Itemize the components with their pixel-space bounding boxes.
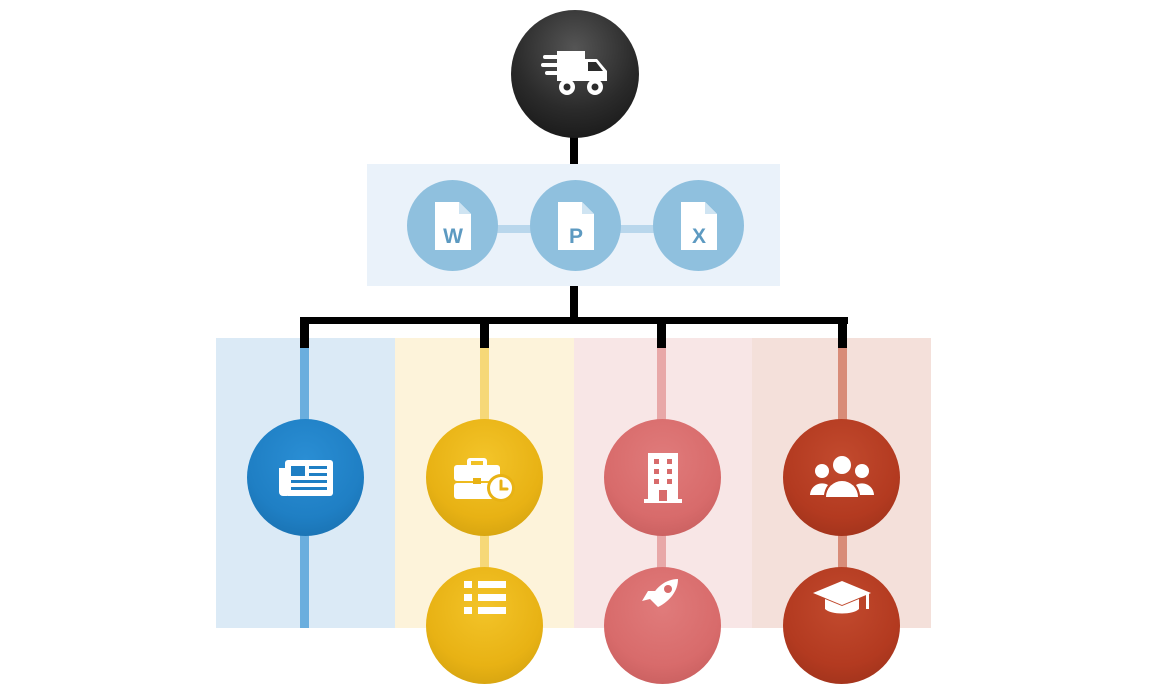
root-node: [511, 10, 639, 138]
root-connector: [570, 130, 578, 166]
list-node: [426, 567, 543, 684]
news-node: [247, 419, 364, 536]
building-icon: [640, 451, 686, 505]
powerpoint-file-icon: P: [556, 200, 596, 252]
newspaper-icon: [277, 458, 335, 498]
svg-text:P: P: [568, 225, 582, 248]
svg-text:W: W: [443, 225, 463, 248]
excel-file-icon: X: [679, 200, 719, 252]
branch-bar: [300, 317, 848, 324]
branch-drop-2: [480, 317, 489, 348]
list-icon: [460, 577, 510, 617]
svg-text:X: X: [691, 225, 705, 248]
doc-node-word: W: [407, 180, 498, 271]
rocket-node: [604, 567, 721, 684]
branch-drop-3: [657, 317, 666, 348]
rocket-icon: [638, 577, 688, 617]
briefcase-clock-icon: [452, 452, 518, 504]
branch-drop-1: [300, 317, 309, 348]
panel-connector: [570, 286, 578, 322]
business-node: [426, 419, 543, 536]
doc-node-excel: X: [653, 180, 744, 271]
delivery-truck-icon: [541, 47, 609, 101]
branch-drop-4: [838, 317, 847, 348]
education-node: [783, 567, 900, 684]
team-node: [783, 419, 900, 536]
graduation-cap-icon: [811, 577, 873, 617]
company-node: [604, 419, 721, 536]
users-icon: [809, 455, 875, 501]
doc-node-powerpoint: P: [530, 180, 621, 271]
word-file-icon: W: [433, 200, 473, 252]
